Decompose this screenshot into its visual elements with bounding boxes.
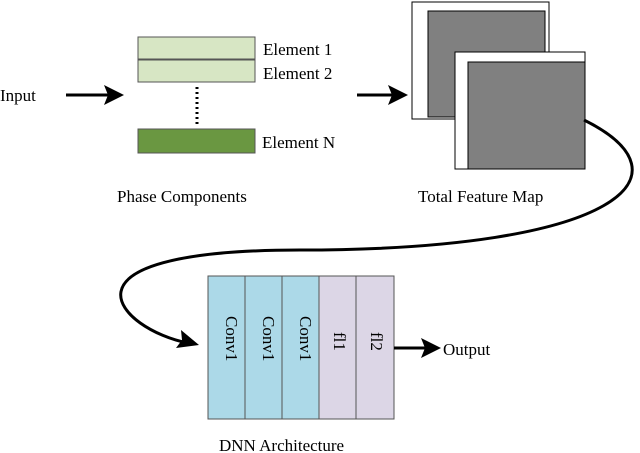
input-arrowhead (104, 85, 124, 105)
output-label: Output (443, 340, 491, 359)
feature-map-caption: Total Feature Map (418, 187, 543, 206)
to-feature-map-arrowhead (388, 85, 408, 105)
dnn-layer-conv-3-label: Conv1 (296, 316, 315, 361)
dnn-layer-fl-2-label: fl2 (367, 332, 386, 351)
dnn-layer-conv-2 (244, 275, 283, 420)
feature-map-stack: Total Feature Map (411, 1, 586, 206)
dnn-layer-conv-1 (207, 275, 246, 420)
output-arrowhead (421, 338, 441, 358)
element-1-bar (137, 36, 256, 60)
phase-components-caption: Phase Components (117, 187, 247, 206)
phase-components: Element 1 Element 2 Element N Phase Comp… (117, 36, 335, 206)
dnn-architecture-caption: DNN Architecture (219, 436, 344, 453)
dnn-architecture: Conv1 Conv1 Conv1 fl1 fl2 DNN Architectu… (207, 275, 395, 453)
input-label: Input (0, 86, 36, 105)
element-2-bar (137, 59, 256, 83)
element-n-label: Element N (262, 133, 335, 152)
dnn-layer-conv-2-label: Conv1 (259, 316, 278, 361)
dnn-layer-fl-1-label: fl1 (330, 332, 349, 351)
feature-map-front (467, 61, 586, 170)
dnn-layer-fl-2 (355, 275, 395, 420)
dnn-layer-conv-3 (281, 275, 320, 420)
element-2-label: Element 2 (263, 64, 332, 83)
element-n-bar (137, 128, 256, 154)
element-1-label: Element 1 (263, 40, 332, 59)
curved-connector-arrowhead (176, 330, 199, 348)
curved-connector (119, 118, 634, 345)
dnn-layer-fl-1 (318, 275, 357, 420)
dnn-layer-conv-1-label: Conv1 (222, 316, 241, 361)
